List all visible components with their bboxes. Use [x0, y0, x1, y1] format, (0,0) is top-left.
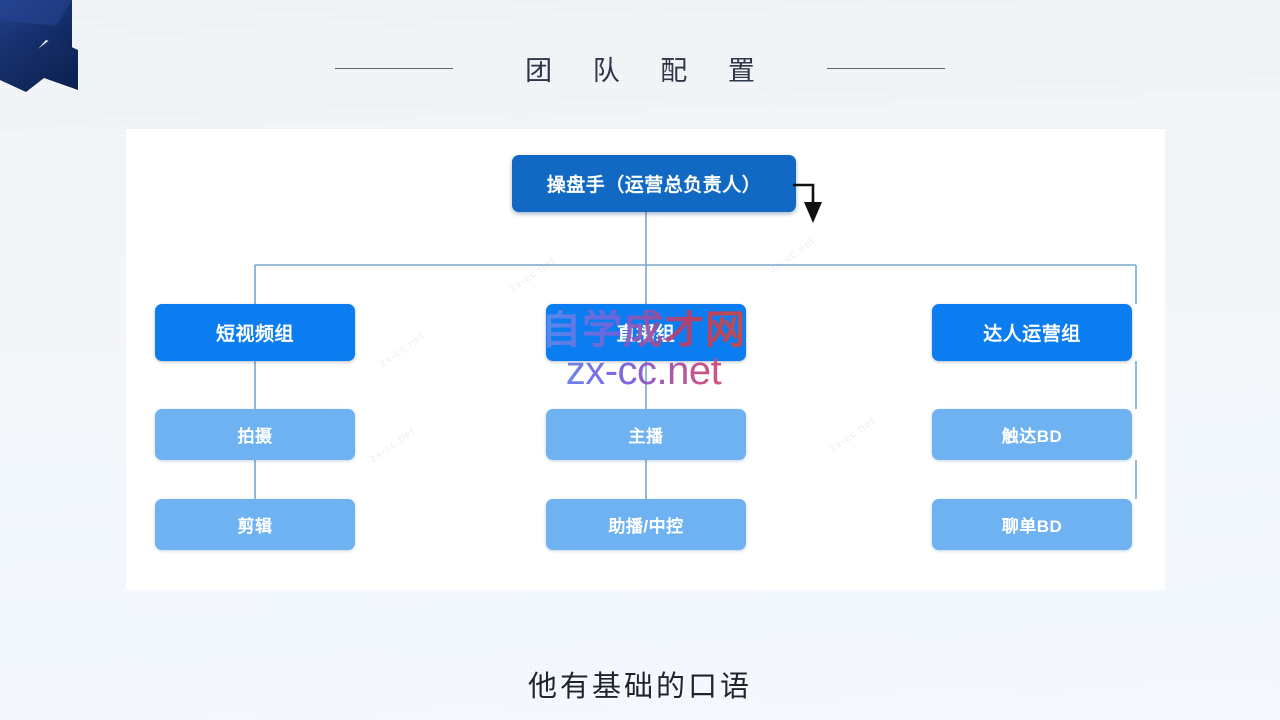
org-node-group-1-child-1[interactable]: 拍摄: [155, 409, 355, 460]
ghost-watermark-1: zx-cc.net: [377, 329, 428, 371]
ghost-watermark-2: zx-cc.net: [507, 254, 558, 296]
org-node-group-3-child-2-label: 聊单BD: [1001, 517, 1063, 536]
slide-title-row: 团 队 配 置: [0, 44, 1280, 92]
ghost-watermark-5: zx-cc.net: [827, 414, 878, 456]
org-node-group-1-child-2-label: 剪辑: [237, 517, 273, 536]
org-node-group-3-child-1[interactable]: 触达BD: [932, 409, 1132, 460]
org-node-group-2-child-2-label: 助播/中控: [608, 517, 684, 536]
org-node-group-1-child-2[interactable]: 剪辑: [155, 499, 355, 550]
org-node-group-2[interactable]: 直播组: [546, 304, 746, 361]
title-rule-right: [826, 67, 945, 69]
org-node-group-2-child-1-label: 主播: [628, 427, 664, 446]
title-rule-left: [335, 67, 454, 69]
org-node-group-2-label: 直播组: [616, 324, 676, 345]
org-node-group-3-child-1-label: 触达BD: [1001, 427, 1063, 446]
org-node-group-2-child-2[interactable]: 助播/中控: [546, 499, 746, 550]
org-node-group-3-label: 达人运营组: [983, 324, 1081, 345]
org-node-group-1[interactable]: 短视频组: [155, 304, 355, 361]
page-title: 团 队 配 置: [525, 55, 771, 87]
slide-caption: 他有基础的口语: [527, 669, 752, 703]
org-node-group-2-child-1[interactable]: 主播: [546, 409, 746, 460]
org-node-group-1-label: 短视频组: [215, 324, 294, 345]
ghost-watermark-4: zx-cc.net: [367, 424, 418, 466]
org-node-group-3-child-2[interactable]: 聊单BD: [932, 499, 1132, 550]
org-node-root-label: 操盘手（运营总负责人）: [546, 175, 762, 196]
org-node-group-3[interactable]: 达人运营组: [932, 304, 1132, 361]
org-chart: 操盘手（运营总负责人） 短视频组 拍摄 剪辑 直播组 主播 助播/中控 达人运营…: [126, 129, 1165, 590]
org-node-root[interactable]: 操盘手（运营总负责人）: [512, 155, 796, 212]
org-node-group-1-child-1-label: 拍摄: [237, 427, 273, 446]
ghost-watermark-3: zx-cc.net: [767, 234, 818, 276]
corner-ribbon-decoration: [0, 0, 78, 92]
